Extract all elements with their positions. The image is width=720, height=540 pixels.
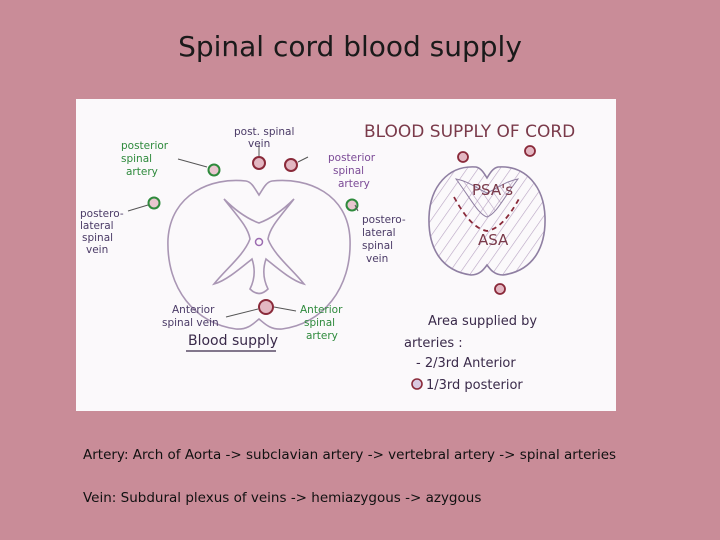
right-asa-vessel: [494, 283, 506, 295]
figure-canvas: posterior spinal artery posterior spinal…: [80, 122, 575, 393]
label-posterior-spinal-artery-left: posterior spinal artery: [121, 140, 171, 178]
left-heading: Blood supply: [188, 333, 278, 349]
label-posterolateral-vein-left: postero- lateral spinal vein: [80, 208, 127, 256]
left-cord-section: [167, 179, 351, 330]
area-note-line-4: 1/3rd posterior: [426, 378, 523, 393]
posterolateral-vein-left-dot: [147, 196, 161, 210]
grey-matter-h: [211, 198, 307, 295]
right-psa-vessel-right: [524, 145, 536, 157]
label-anterior-spinal-vein: Anterior spinal vein: [162, 304, 219, 329]
posterior-spinal-artery-left-dot: [207, 163, 221, 177]
area-note-line-1: Area supplied by: [428, 314, 537, 329]
label-posterior-spinal-vein: post. spinal vein: [234, 126, 298, 150]
label-anterior-spinal-artery: Anterior spinal artery: [300, 304, 346, 342]
right-psa-vessel-left: [457, 151, 469, 163]
posterior-spinal-artery-right-dot: [284, 158, 298, 172]
vein-caption: Vein: Subdural plexus of veins -> hemiaz…: [83, 490, 482, 506]
anterior-spinal-artery-dot: [258, 299, 274, 315]
label-psas: PSA's: [472, 181, 513, 199]
area-note-line-2: arteries :: [404, 336, 463, 351]
slide-title: Spinal cord blood supply: [178, 30, 522, 63]
label-posterior-spinal-artery-right: posterior spinal artery: [328, 152, 378, 190]
area-note-line-3: - 2/3rd Anterior: [416, 356, 516, 371]
posterior-spinal-vein-dot: [252, 156, 266, 170]
label-posterolateral-vein-right: postero- lateral spinal vein: [362, 214, 409, 265]
area-note-bullet: [411, 378, 423, 390]
posterolateral-vein-right-dot: [345, 198, 359, 212]
label-asa: ASA: [478, 231, 509, 249]
artery-caption: Artery: Arch of Aorta -> subclavian arte…: [83, 447, 617, 463]
right-heading: BLOOD SUPPLY OF CORD: [364, 122, 575, 142]
central-canal: [254, 237, 264, 247]
spinal-cord-figure: posterior spinal artery posterior spinal…: [76, 99, 616, 411]
right-cord-section: [428, 166, 546, 276]
